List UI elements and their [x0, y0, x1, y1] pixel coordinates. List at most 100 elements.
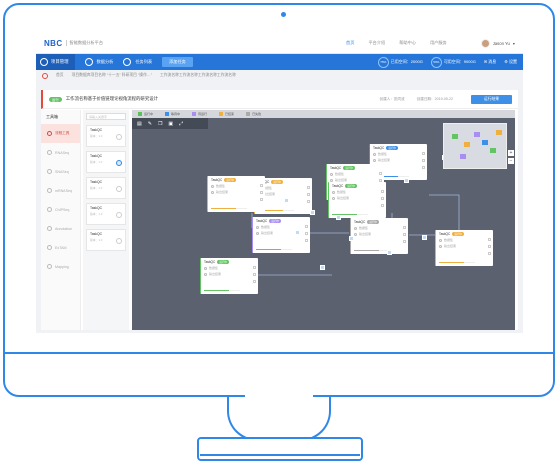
nav-intro[interactable]: 平台介绍 — [368, 40, 386, 45]
node-delete-icon[interactable] — [488, 245, 491, 248]
node-edit-icon[interactable] — [379, 172, 382, 175]
run-result-button[interactable]: 运行结果 — [471, 94, 512, 104]
node-delete-icon[interactable] — [260, 191, 263, 194]
connection-port[interactable] — [387, 250, 392, 255]
select-radio[interactable] — [116, 160, 122, 166]
node-info-icon[interactable] — [307, 200, 310, 203]
select-radio[interactable] — [116, 238, 122, 244]
tool-card-name: TaskQC — [90, 232, 103, 236]
select-radio[interactable] — [116, 186, 122, 192]
node-delete-icon[interactable] — [307, 193, 310, 196]
node-delete-icon[interactable] — [253, 273, 256, 276]
node-info-icon[interactable] — [305, 239, 308, 242]
sidebar-item[interactable]: Annotation — [41, 219, 80, 238]
workflow-panel: 运行 工作流名称基于价值链理论视角流程的研究设计 创建人：张同波 创建日期：20… — [41, 90, 518, 330]
sidebar-item[interactable]: 流程工具 — [41, 124, 80, 143]
sidebar-item[interactable]: mRNASeq — [41, 181, 80, 200]
node-info-icon[interactable] — [260, 198, 263, 201]
node-row: 输出结果 — [439, 244, 490, 248]
storage-gauges: 75%已用空间：2000G 50%可用空间：9000G ✉ 消息 ⚙ 设置 — [377, 56, 517, 68]
nav-data-analysis[interactable]: 数据分析 — [84, 58, 113, 66]
tab-home[interactable]: 首页 — [56, 73, 64, 77]
node-info-icon[interactable] — [253, 280, 256, 283]
output-icon — [439, 244, 442, 248]
node-info-icon[interactable] — [488, 252, 491, 255]
user-menu[interactable]: Jason Yu ▾ — [480, 38, 515, 48]
legend-swatch — [246, 112, 251, 116]
save-icon[interactable]: ▣ — [168, 120, 174, 127]
node-edit-icon[interactable] — [488, 238, 491, 241]
settings-label: 设置 — [509, 59, 517, 64]
node-delete-icon[interactable] — [422, 159, 425, 162]
node-edit-icon[interactable] — [381, 190, 384, 193]
nav-add-task[interactable]: 添加任务 — [162, 57, 193, 67]
message-button[interactable]: ✉ 消息 — [483, 59, 497, 64]
minimap[interactable] — [443, 123, 507, 169]
nav-task-list[interactable]: 任务列表 — [123, 58, 152, 66]
sidebar-item[interactable]: Mapping — [41, 257, 80, 276]
connection-port[interactable] — [320, 265, 325, 270]
tab-workflow[interactable]: 工作流名称工作流名称工作流名称工作流名称 — [159, 73, 236, 77]
node-info-icon[interactable] — [403, 240, 406, 243]
connection-port[interactable] — [404, 178, 409, 183]
node-row-label: 输出结果 — [209, 272, 222, 276]
zoom-in-button[interactable]: + — [508, 150, 514, 156]
tab-project[interactable]: 项目数据库项目名称 “十一五” 科研项目 “操作…” — [71, 73, 152, 77]
analysis-icon — [84, 58, 93, 66]
sidebar-item[interactable]: SNASeq — [41, 162, 80, 181]
connection-port[interactable] — [310, 210, 315, 215]
project-manage-button[interactable]: 项目管理 — [36, 54, 75, 70]
connection-port[interactable] — [295, 230, 300, 235]
nav-service[interactable]: 用户服务 — [429, 40, 447, 45]
node-edit-icon[interactable] — [260, 184, 263, 187]
fullscreen-icon[interactable]: ⤢ — [179, 120, 184, 127]
copy-icon[interactable]: ❐ — [157, 120, 163, 127]
sidebar-item[interactable]: RNASeq — [41, 143, 80, 162]
zoom-out-button[interactable]: − — [508, 158, 514, 164]
search-input[interactable]: 请输入关键字 — [86, 113, 126, 120]
nav-help[interactable]: 帮助中心 — [399, 40, 416, 45]
settings-button[interactable]: ⚙ 设置 — [504, 59, 517, 64]
sidebar-item[interactable]: ExTAM — [41, 238, 80, 257]
select-radio[interactable] — [116, 134, 122, 140]
select-radio[interactable] — [116, 212, 122, 218]
connection-port[interactable] — [284, 198, 289, 203]
node-edit-icon[interactable] — [305, 225, 308, 228]
tool-card-name: TaskQC — [90, 180, 103, 184]
node-row-label: 输出结果 — [263, 192, 276, 196]
owner-label: 创建人：张同波 — [379, 96, 405, 101]
node-info-icon[interactable] — [381, 204, 384, 207]
node-delete-icon[interactable] — [381, 197, 384, 200]
node-delete-icon[interactable] — [379, 179, 382, 182]
node-edit-icon[interactable] — [422, 152, 425, 155]
node-edit-icon[interactable] — [403, 226, 406, 229]
node-info-icon[interactable] — [422, 166, 425, 169]
connection-port[interactable] — [422, 235, 427, 240]
nav-home[interactable]: 首页 — [346, 40, 355, 45]
connection-port[interactable] — [349, 236, 354, 241]
edit-icon[interactable]: ✎ — [147, 120, 152, 127]
node-edit-icon[interactable] — [253, 266, 256, 269]
node-delete-icon[interactable] — [305, 232, 308, 235]
connection-port[interactable] — [336, 215, 341, 220]
node-edit-icon[interactable] — [307, 186, 310, 189]
home-icon[interactable] — [42, 72, 48, 79]
sidebar-item[interactable]: ChIPSeq — [41, 200, 80, 219]
folder-icon[interactable]: ▤ — [137, 120, 142, 127]
node-delete-icon[interactable] — [403, 233, 406, 236]
node-progress — [258, 209, 294, 211]
